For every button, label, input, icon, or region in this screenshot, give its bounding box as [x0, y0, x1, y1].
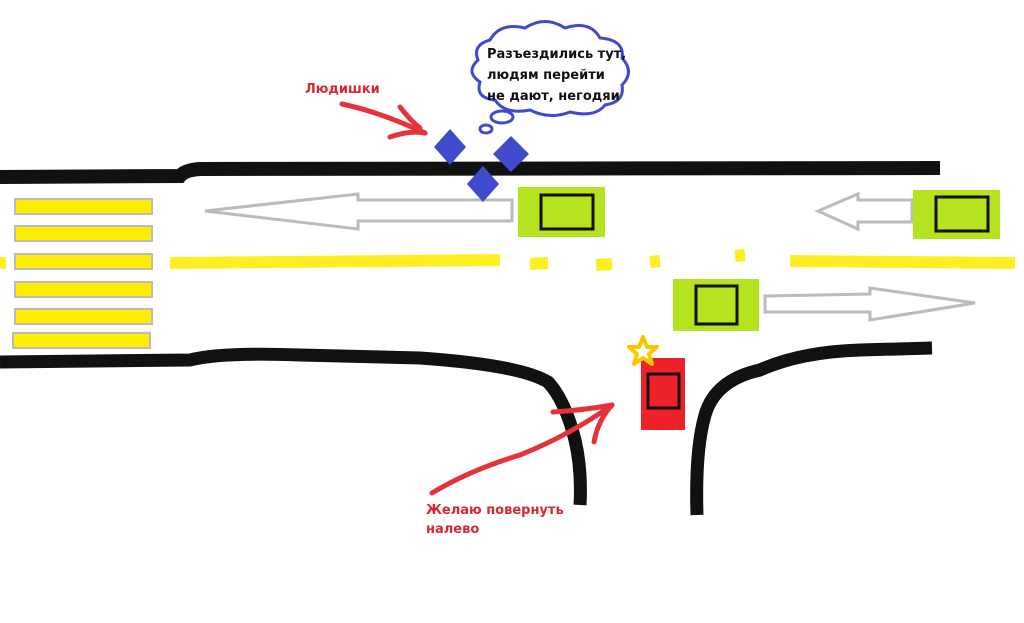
thought-bubble [470, 20, 630, 117]
annotation-arrow-people [339, 101, 428, 140]
arrow-left-upper [204, 192, 514, 231]
arrow-right-lower [763, 286, 976, 322]
arrow-left-right [814, 191, 914, 232]
thought-bubble-dot [478, 123, 494, 135]
lower-right-road-edge [690, 341, 933, 516]
pedestrian-diamond [467, 166, 499, 202]
center-line [0, 249, 1016, 271]
pedestrians [434, 129, 529, 202]
car-green-upper-right[interactable] [913, 190, 1000, 239]
thought-line: людям перейти [487, 68, 605, 83]
car-green-upper-middle[interactable] [518, 187, 605, 237]
annotation-arrow-turn [429, 402, 615, 496]
upper-road-edge [0, 161, 941, 184]
turn-label-line: Желаю повернуть [426, 503, 564, 518]
pedestrian-diamond [493, 136, 529, 172]
crosswalk [12, 198, 153, 349]
thought-text: Разъездились тут, людям перейти не дают,… [487, 44, 626, 107]
thought-bubble-dot [489, 109, 515, 125]
car-green-lower[interactable] [673, 279, 759, 331]
star-icon [627, 335, 659, 366]
lower-left-road-edge [0, 347, 587, 506]
people-label: Людишки [305, 82, 380, 97]
turn-label-line: налево [426, 522, 480, 537]
thought-line: Разъездились тут, [487, 47, 627, 62]
thought-line: не дают, негодяи [487, 89, 620, 104]
car-red-turning[interactable] [641, 358, 685, 430]
pedestrian-diamond [434, 129, 466, 165]
turn-left-label: Желаю повернуть налево [426, 501, 564, 539]
